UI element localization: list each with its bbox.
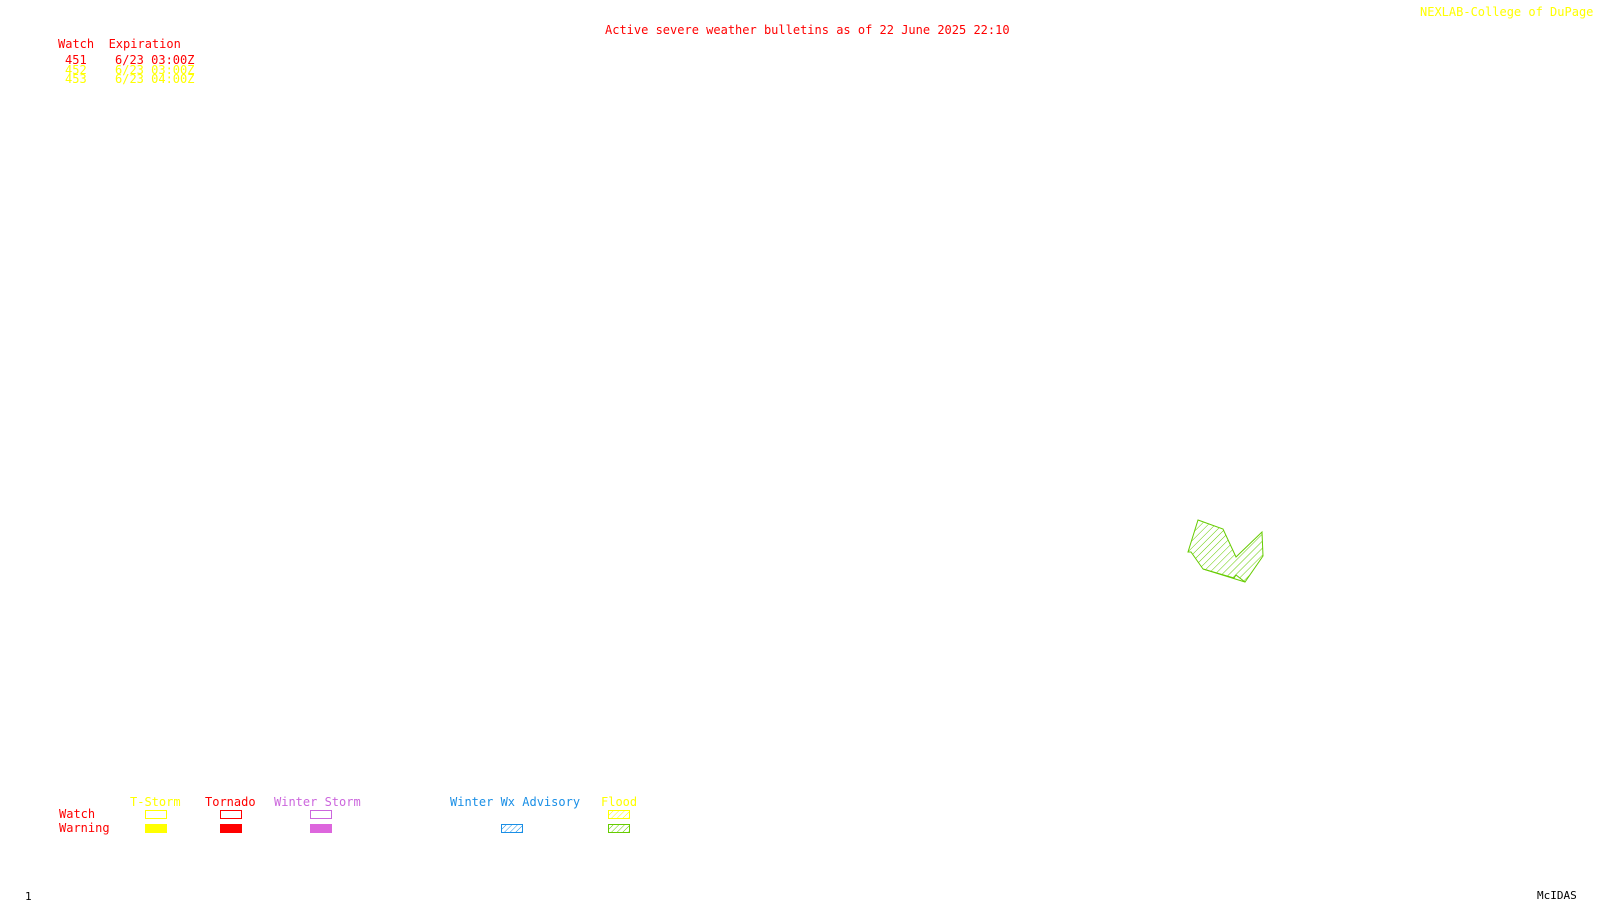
bulletin-title: Active severe weather bulletins as of 22… [605, 23, 1010, 37]
credit-label: NEXLAB-College of DuPage R [1420, 5, 1600, 19]
watch-expiration: 6/23 03:00Z [115, 53, 195, 67]
watch-id: 451 [65, 53, 87, 67]
watch-expiration: 6/23 04:00Z [115, 72, 195, 86]
legend-row-warning: Warning [59, 821, 110, 835]
winter-wx-advisory-swatch [501, 824, 523, 833]
winter-storm-warning-swatch [310, 824, 332, 833]
software-label: McIDAS [1537, 889, 1577, 902]
legend-category-tstorm: T-Storm [130, 795, 181, 809]
flood-watch-swatch [608, 810, 630, 819]
flood-warning-swatch [608, 824, 630, 833]
legend-category-tornado: Tornado [205, 795, 256, 809]
watch-expiration: 6/23 03:00Z [115, 63, 195, 77]
frame-number: 1 [25, 890, 32, 903]
tstorm-warning-swatch [145, 824, 167, 833]
watch-id: 452 [65, 63, 87, 77]
winter-storm-watch-swatch [310, 810, 332, 819]
watch-table-heading: Watch Expiration [58, 37, 181, 51]
tornado-watch-swatch [220, 810, 242, 819]
flood-warning-polygon[interactable] [1187, 519, 1264, 583]
legend-category-winter-wx-advisory: Winter Wx Advisory [450, 795, 581, 809]
tstorm-watch-swatch [145, 810, 167, 819]
legend-category-flood: Flood [601, 795, 638, 809]
legend-row-watch: Watch [59, 807, 96, 821]
tornado-warning-swatch [220, 824, 242, 833]
watch-id: 453 [65, 72, 87, 86]
legend-category-winter-storm: Winter Storm [274, 795, 361, 809]
